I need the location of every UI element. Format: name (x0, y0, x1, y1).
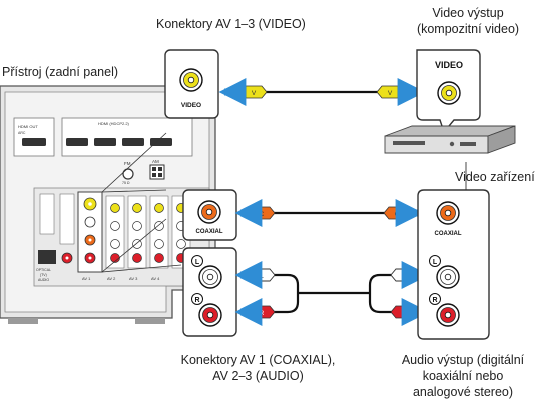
label-audio-out-line2: koaxiální nebo (422, 369, 504, 383)
panel-optical-text: OPTICAL (36, 268, 51, 272)
label-audio-out-line1: Audio výstup (digitální (401, 353, 525, 367)
plug-label-coaxial-right: C (395, 211, 400, 218)
panel-hdmi-in-text: HDMI (HDCP2.2) (98, 121, 130, 126)
receiver-rear-panel: HDMI OUT ARC HDMI (HDCP2.2) FM 75 Ω AM O… (0, 85, 216, 324)
panel-av2-text: AV 2 (107, 276, 116, 281)
label-device-rear-panel: Přístroj (zadní panel) (2, 65, 119, 79)
av-coaxial-jack-box: COAXIAL (182, 189, 237, 241)
label-video-out-line2: (kompozitní video) (416, 22, 520, 36)
plug-label-right-right: R (402, 310, 407, 317)
label-audio-out-line3: analogové stereo) (412, 385, 514, 399)
device-audio-out-panel: COAXIAL L R (417, 162, 490, 340)
panel-am-text: AM (152, 159, 159, 164)
stereo-cable: L R L R (253, 268, 413, 319)
plug-label-video-left: V (252, 90, 257, 97)
device-jack-label-video: VIDEO (435, 60, 463, 70)
label-av13-video: Konektory AV 1–3 (VIDEO) (156, 17, 306, 31)
plug-label-coaxial-left: C (260, 211, 265, 218)
device-jack-marker-left: L (433, 259, 438, 266)
panel-av4-text: AV 4 (151, 276, 160, 281)
zoom-guide-lines (101, 132, 182, 273)
video-player-device (384, 125, 516, 154)
panel-optical-sub-text: (TV) (40, 273, 47, 277)
av-video-jack-box: VIDEO (164, 49, 219, 119)
plug-label-video-right: V (388, 90, 393, 97)
device-video-out-box: VIDEO (416, 49, 481, 134)
label-video-out-line1: Video výstup (432, 6, 504, 20)
plug-label-left-left: L (260, 273, 264, 280)
av-audio-lr-jack-box: L R (182, 247, 237, 337)
panel-av1-text: AV 1 (82, 276, 91, 281)
panel-hdmi-out-sub-text: ARC (18, 131, 26, 135)
panel-audio-text: AUDIO (38, 278, 49, 282)
video-cable: V V (245, 85, 399, 99)
device-jack-label-coaxial: COAXIAL (435, 231, 462, 237)
panel-hdmi-out-text: HDMI OUT (18, 124, 38, 129)
coaxial-cable: C C (253, 206, 406, 220)
jack-label-video: VIDEO (181, 102, 201, 109)
plug-label-left-right: L (402, 273, 406, 280)
panel-fm-sub-text: 75 Ω (122, 181, 130, 185)
plug-label-right-left: R (260, 310, 265, 317)
label-av-coaxial-line1: Konektory AV 1 (COAXIAL), (180, 353, 336, 367)
jack-label-coaxial: COAXIAL (196, 229, 223, 235)
label-video-device: Video zařízení (455, 170, 535, 184)
panel-av3-text: AV 3 (129, 276, 138, 281)
device-jack-marker-right: R (432, 297, 437, 304)
jack-marker-left: L (195, 259, 200, 266)
jack-marker-right: R (194, 297, 199, 304)
panel-fm-text: FM (124, 161, 131, 166)
label-av-coaxial-line2: AV 2–3 (AUDIO) (212, 369, 304, 383)
